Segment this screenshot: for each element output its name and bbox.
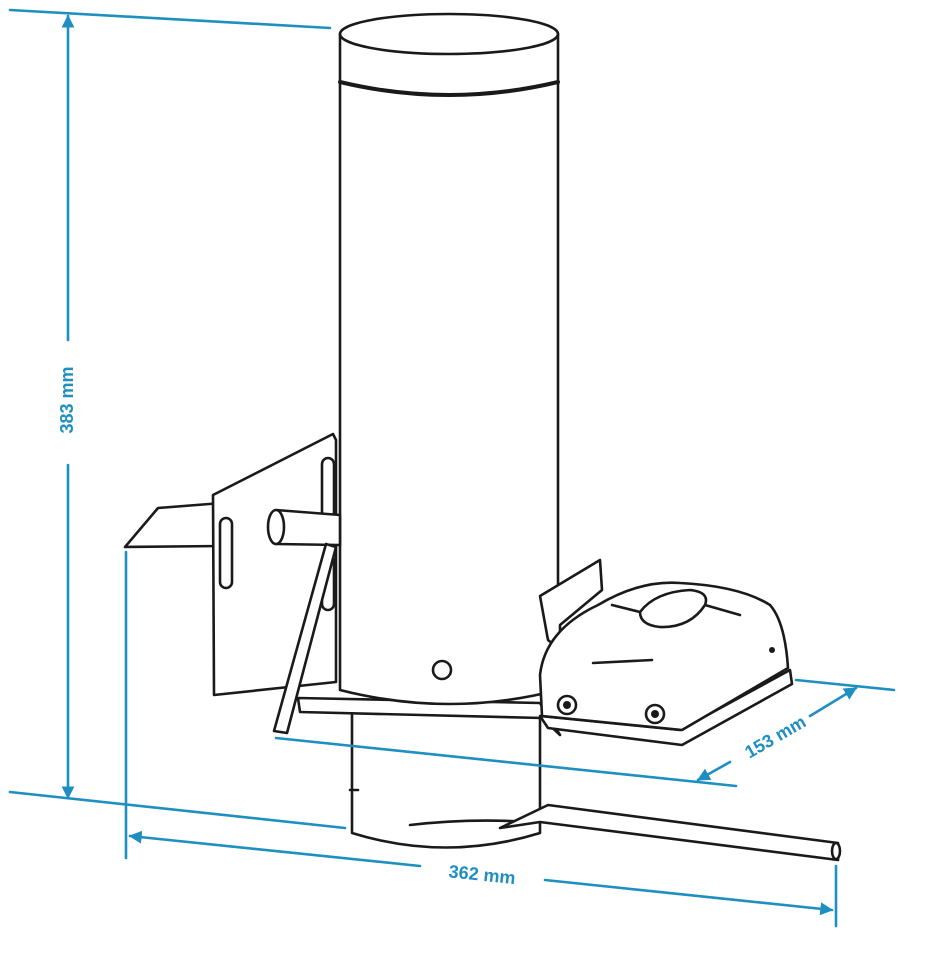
depth-extension-front bbox=[274, 736, 738, 788]
bracket-slot-2 bbox=[320, 456, 336, 520]
width-dimension-label: 362 mm bbox=[448, 861, 517, 888]
depth-arrow-upper bbox=[808, 686, 858, 718]
depth-dimension-label: 153 mm bbox=[741, 711, 809, 762]
height-dimension-label: 383 mm bbox=[57, 366, 77, 433]
cylinder-hole bbox=[431, 659, 453, 681]
control-box-body bbox=[538, 581, 790, 732]
width-dimension: 362 mm bbox=[124, 550, 838, 928]
height-dimension: 383 mm bbox=[8, 8, 347, 830]
right-control-box bbox=[538, 581, 794, 747]
main-cylinder bbox=[338, 12, 560, 706]
cylinder-cap-band bbox=[338, 80, 560, 97]
width-arrow-left bbox=[128, 830, 422, 868]
depth-extension-back bbox=[794, 678, 896, 692]
right-fin-plate bbox=[538, 558, 604, 652]
height-extension-bottom bbox=[8, 790, 347, 830]
bottom-lever-rod bbox=[498, 803, 842, 862]
depth-arrow-lower bbox=[696, 760, 732, 782]
cylinder-top-cap bbox=[338, 12, 560, 56]
bracket-slot-1 bbox=[218, 516, 234, 590]
left-pin-and-rod bbox=[266, 508, 342, 735]
lower-tube bbox=[348, 708, 542, 849]
height-extension-top bbox=[8, 8, 332, 30]
left-wing-plate bbox=[123, 501, 224, 549]
width-arrow-right bbox=[543, 878, 834, 916]
